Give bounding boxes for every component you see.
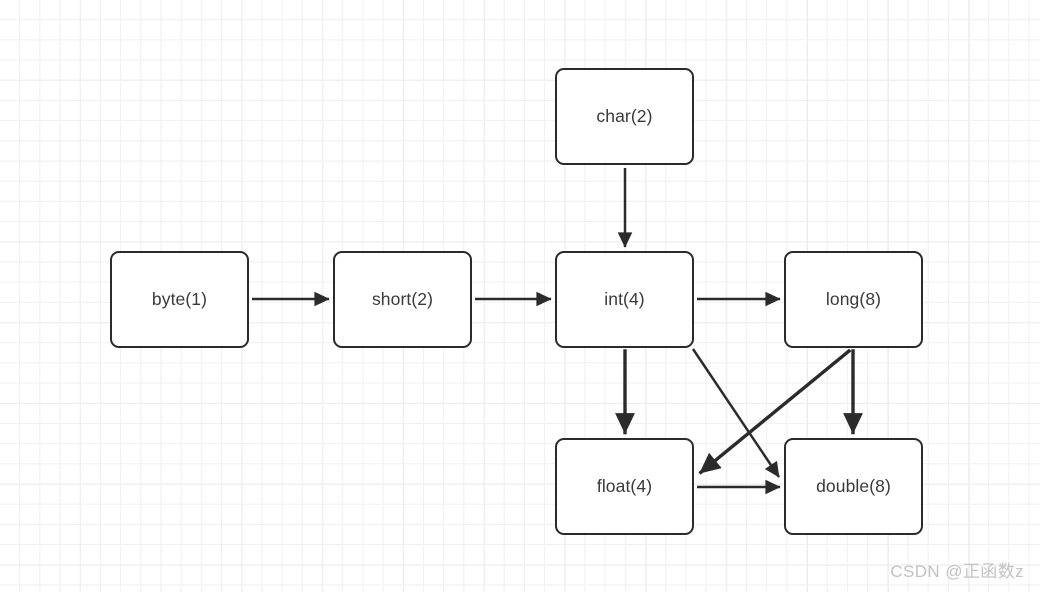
node-float[interactable]: float(4)	[555, 438, 694, 535]
node-int-label: int(4)	[604, 289, 645, 309]
node-int[interactable]: int(4)	[555, 251, 694, 348]
node-short-label: short(2)	[371, 289, 434, 309]
node-long-label: long(8)	[825, 289, 882, 309]
node-float-label: float(4)	[596, 476, 653, 496]
node-byte-label: byte(1)	[151, 289, 208, 309]
node-short[interactable]: short(2)	[333, 251, 472, 348]
node-double-label: double(8)	[816, 476, 891, 496]
node-long[interactable]: long(8)	[784, 251, 923, 348]
edge-int-double	[691, 348, 781, 478]
node-char-label: char(2)	[596, 106, 653, 126]
node-double[interactable]: double(8)	[784, 438, 923, 535]
watermark-text: CSDN @正函数z	[890, 562, 1024, 581]
node-byte[interactable]: byte(1)	[110, 251, 249, 348]
node-char[interactable]: char(2)	[555, 68, 694, 165]
